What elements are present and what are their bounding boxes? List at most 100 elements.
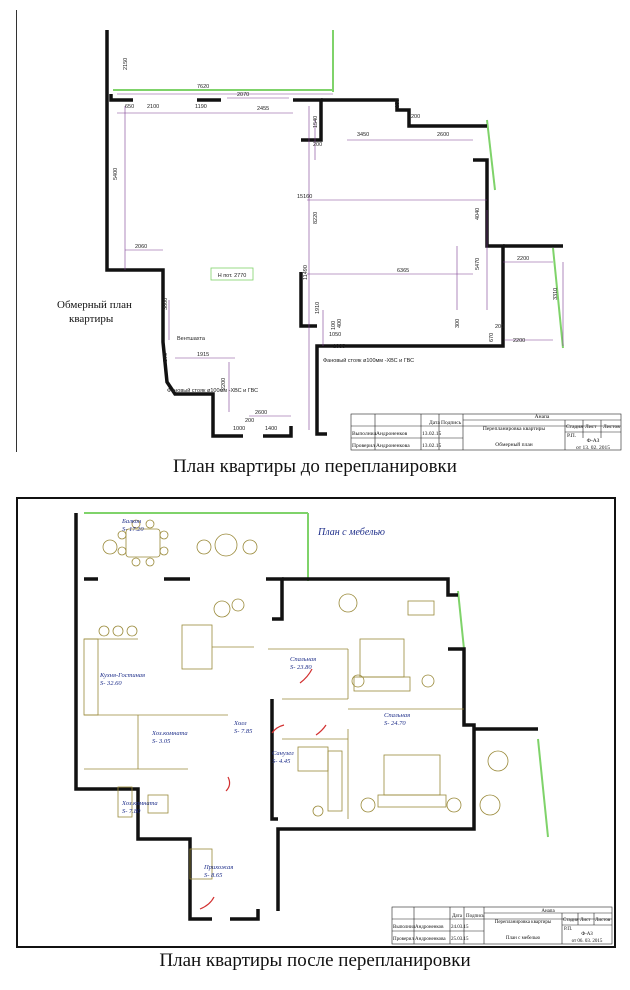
riser-note-right: Фановый стояк ø100мм -ХВС и ГВС bbox=[323, 357, 414, 364]
caption-before: План квартиры до перепланировки bbox=[173, 456, 457, 477]
dimension-label: 1050 bbox=[329, 332, 341, 338]
dimension-label: 1190 bbox=[195, 104, 207, 110]
dimension-label: 3310 bbox=[553, 288, 559, 300]
room-name: Прихожая bbox=[203, 864, 233, 871]
dimension-label: 650 bbox=[125, 104, 134, 110]
dimension-label: 1540 bbox=[313, 116, 319, 128]
dimension-label: 200 bbox=[245, 418, 254, 424]
dimension-label: 1000 bbox=[233, 426, 245, 432]
dimension-label: 3450 bbox=[357, 132, 369, 138]
room-area: S- 7.85 bbox=[234, 728, 253, 735]
room-name: Хоз.комната bbox=[121, 800, 158, 807]
room-name: Санузел bbox=[272, 750, 294, 757]
dimension-label: 670 bbox=[489, 333, 495, 342]
dimension-label: 2600 bbox=[437, 132, 449, 138]
dimension-label: 2600 bbox=[255, 410, 267, 416]
dimension-label: 11490 bbox=[303, 265, 309, 280]
riser-note-left: Фановый стояк ø100мм -ХВС и ГВС bbox=[167, 387, 258, 394]
dimension-label: 1910 bbox=[315, 302, 321, 314]
tb2-code: Ф-АЗ bbox=[581, 932, 593, 937]
title-block-after bbox=[391, 906, 613, 945]
dimension-label: 2200 bbox=[513, 338, 525, 344]
tb2-date-1: 24.03.15 bbox=[451, 925, 469, 930]
room-area: S- 8.65 bbox=[204, 872, 223, 879]
dimension-label: 570 bbox=[163, 353, 169, 362]
dimension-label: 2100 bbox=[147, 104, 159, 110]
room-area: S- 32.60 bbox=[100, 680, 122, 687]
dimension-label: 300 bbox=[455, 319, 461, 328]
tb2-sheet-title: План с мебелью bbox=[506, 936, 541, 941]
dimension-label: 2060 bbox=[135, 244, 147, 250]
tb2-role-2: Проверил bbox=[393, 937, 414, 942]
tb2-code-date: от 06. 03. 2015 bbox=[572, 939, 603, 944]
ceiling-height-label: H пот. 2770 bbox=[218, 273, 247, 279]
tb1-header-sign: Подпись bbox=[441, 420, 462, 426]
dimension-label: 6365 bbox=[397, 268, 409, 274]
tb1-stage: Р.П. bbox=[567, 433, 577, 439]
tb1-date-2: 13.02.15 bbox=[422, 443, 442, 449]
room-name: Спальная bbox=[384, 712, 410, 719]
room-name: Хоз.комната bbox=[151, 730, 188, 737]
tb2-header-sheet: Лист bbox=[580, 918, 591, 923]
dimension-label: 1915 bbox=[197, 352, 209, 358]
vent-shaft-note: Вентшахта bbox=[177, 336, 206, 342]
dimension-label: 1400 bbox=[265, 426, 277, 432]
tb2-name-2: Андроненкова bbox=[415, 937, 446, 942]
dimension-label: 400 bbox=[337, 319, 343, 328]
dimension-label: 4040 bbox=[475, 208, 481, 220]
tb1-company: Анапа bbox=[535, 414, 550, 420]
furniture-plan-label: План с мебелью bbox=[317, 527, 385, 538]
tb1-name-1: Андроненков bbox=[376, 431, 408, 437]
room-name: Кухня-Гостиная bbox=[99, 672, 145, 679]
tb2-stage: Р.П. bbox=[564, 927, 572, 932]
tb1-sheet-title: Обмерный план bbox=[495, 441, 532, 448]
tb1-date-1: 13.02.15 bbox=[422, 431, 442, 437]
caption-after: План квартиры после перепланировки bbox=[159, 950, 471, 971]
title-block-before bbox=[350, 413, 622, 451]
tb2-header-date: Дата bbox=[452, 914, 463, 919]
tb2-header-sign: Подпись bbox=[466, 914, 485, 919]
dimension-label: 3800 bbox=[163, 298, 169, 310]
dimension-label: 2200 bbox=[517, 256, 529, 262]
dimension-label: 8220 bbox=[313, 212, 319, 224]
dimension-label: 100 bbox=[331, 321, 337, 330]
room-area: S- 4.45 bbox=[272, 758, 291, 765]
dimension-label: 150 bbox=[395, 99, 401, 108]
tb1-code: Ф-АЗ bbox=[587, 438, 600, 444]
tb2-date-2: 25.03.15 bbox=[451, 937, 469, 942]
room-area: S- 24.70 bbox=[384, 720, 406, 727]
tb1-project: Перепланировка квартиры bbox=[483, 426, 546, 432]
dimension-label: 200 bbox=[495, 324, 504, 330]
tb1-header-stage: Стадия bbox=[566, 424, 583, 430]
tb1-header-date: Дата bbox=[429, 420, 441, 426]
dimension-label: 2150 bbox=[123, 58, 129, 70]
dimension-label: 7620 bbox=[197, 84, 209, 90]
room-name: Спальная bbox=[290, 656, 316, 663]
tb2-company: Анапа bbox=[541, 909, 555, 914]
dimension-label: 200 bbox=[411, 114, 420, 120]
room-area: S- 23.80 bbox=[290, 664, 312, 671]
tb2-name-1: Андроненков bbox=[415, 925, 444, 930]
tb1-header-sheet: Лист bbox=[585, 424, 597, 430]
room-area: S- 3.05 bbox=[152, 738, 171, 745]
tb2-header-sheets: Листов bbox=[595, 918, 611, 923]
room-name: Холл bbox=[233, 720, 247, 727]
tb2-project: Перепланировка квартиры bbox=[495, 920, 552, 925]
tb1-code-date: от 13. 02. 2015 bbox=[576, 445, 610, 451]
dimension-label: 1035 bbox=[333, 344, 345, 350]
tb1-name-2: Андроненкова bbox=[376, 443, 410, 449]
tb1-role-2: Проверил bbox=[352, 443, 375, 449]
dimension-label: 15160 bbox=[297, 194, 312, 200]
dimension-label: 2455 bbox=[257, 106, 269, 112]
dimension-label: 5400 bbox=[113, 168, 119, 180]
survey-plan-label-2: квартиры bbox=[69, 313, 114, 325]
dimension-label: 5470 bbox=[475, 258, 481, 270]
tb1-role-1: Выполнил bbox=[352, 431, 377, 437]
tb1-header-sheets: Листов bbox=[603, 424, 620, 430]
